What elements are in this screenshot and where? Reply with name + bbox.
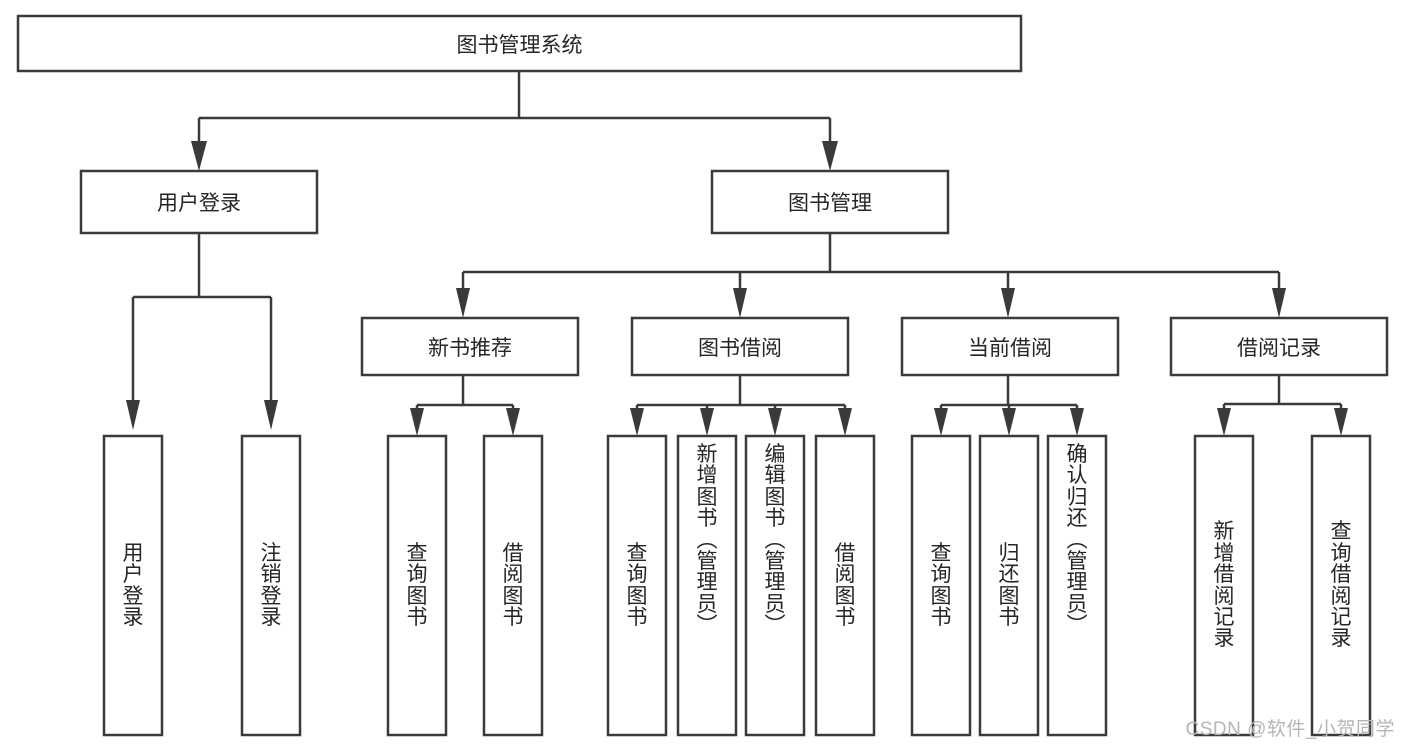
arrow-head-leaf-user-login [126, 400, 140, 430]
arrow-head-leaf-query-book-3 [934, 408, 948, 436]
arrow-head-leaf-logout-login [264, 400, 278, 430]
arrow-head-book-borrow [733, 288, 747, 318]
arrow-head-leaf-query-book-1 [410, 408, 424, 436]
node-box-leaf-edit-book[interactable] [744, 434, 806, 737]
connector-group-user-login [126, 233, 278, 430]
connector-group-book-borrow [630, 375, 852, 436]
node-box-leaf-return-book[interactable] [978, 434, 1040, 737]
node-box-leaf-borrow-book-2[interactable] [814, 434, 876, 737]
arrow-head-leaf-borrow-book-1 [506, 408, 520, 436]
connector-group-book-management [456, 233, 1286, 318]
node-box-leaf-borrow-book-1[interactable] [482, 434, 544, 737]
connector-group-new-book-recommend [410, 375, 520, 436]
node-box-leaf-logout-login[interactable] [240, 434, 302, 737]
node-box-leaf-user-login[interactable] [102, 434, 164, 737]
arrow-head-leaf-confirm-return [1070, 408, 1084, 436]
node-box-leaf-confirm-return[interactable] [1046, 434, 1108, 737]
connector-group-borrow-record [1217, 375, 1348, 436]
arrow-head-leaf-add-record [1217, 408, 1231, 436]
connector-group-root [191, 71, 838, 171]
arrow-head-leaf-edit-book [768, 408, 782, 436]
arrow-head-leaf-return-book [1002, 408, 1016, 436]
arrow-head-leaf-query-book-2 [630, 408, 644, 436]
arrow-head-leaf-borrow-book-2 [838, 408, 852, 436]
node-box-book-borrow[interactable] [630, 316, 850, 377]
arrow-head-leaf-query-record [1334, 408, 1348, 436]
node-box-leaf-query-book-2[interactable] [606, 434, 668, 737]
arrow-head-current-borrow [1001, 288, 1015, 318]
node-box-new-book-recommend[interactable] [360, 316, 580, 377]
arrow-head-new-book-recommend [456, 288, 470, 318]
node-box-leaf-query-book-3[interactable] [910, 434, 972, 737]
arrow-head-leaf-add-book [700, 408, 714, 436]
node-box-leaf-query-record[interactable] [1310, 434, 1372, 737]
node-box-book-management[interactable] [710, 169, 950, 235]
node-box-borrow-record[interactable] [1169, 316, 1389, 377]
node-box-leaf-query-book-1[interactable] [386, 434, 448, 737]
node-box-root[interactable] [16, 14, 1023, 73]
node-box-leaf-add-book[interactable] [676, 434, 738, 737]
connector-group-current-borrow [934, 375, 1084, 436]
node-box-current-borrow[interactable] [900, 316, 1120, 377]
arrow-head-borrow-record [1272, 288, 1286, 318]
node-box-leaf-add-record[interactable] [1193, 434, 1255, 737]
node-box-user-login[interactable] [79, 169, 319, 235]
arrow-head-user-login [191, 141, 207, 171]
arrow-head-book-management [822, 141, 838, 171]
